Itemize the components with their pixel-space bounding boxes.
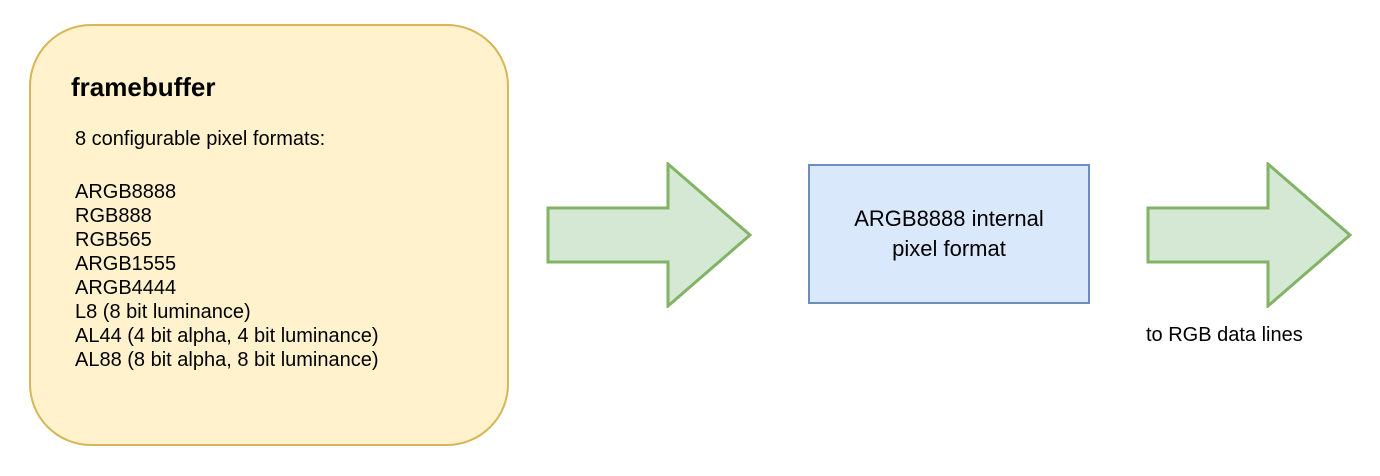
- pixel-format-item: ARGB1555: [75, 253, 177, 275]
- output-label: to RGB data lines: [1146, 324, 1303, 346]
- output-arrow-shape: [1146, 162, 1352, 308]
- framebuffer-box: [29, 24, 509, 446]
- pixel-format-list: ARGB8888 RGB888 RGB565 ARGB1555 ARGB4444…: [75, 180, 379, 372]
- internal-format-label: ARGB8888 internal pixel format: [854, 206, 1044, 261]
- pixel-format-item: AL44 (4 bit alpha, 4 bit luminance): [75, 325, 379, 347]
- flow-arrow-shape: [546, 162, 752, 308]
- pixel-format-item: ARGB4444: [75, 277, 177, 299]
- framebuffer-subtitle: 8 configurable pixel formats:: [75, 128, 326, 150]
- pixel-format-item: RGB565: [75, 229, 152, 251]
- output-arrow-right-icon: [1146, 162, 1352, 308]
- flow-arrow-right-icon: [546, 162, 752, 308]
- pixel-format-item: RGB888: [75, 205, 152, 227]
- pixel-format-item: AL88 (8 bit alpha, 8 bit luminance): [75, 349, 379, 371]
- pixel-format-item: ARGB8888: [75, 181, 177, 203]
- pixel-format-item: L8 (8 bit luminance): [75, 301, 251, 323]
- internal-format-box: ARGB8888 internal pixel format: [808, 164, 1090, 304]
- framebuffer-title: framebuffer: [71, 72, 216, 102]
